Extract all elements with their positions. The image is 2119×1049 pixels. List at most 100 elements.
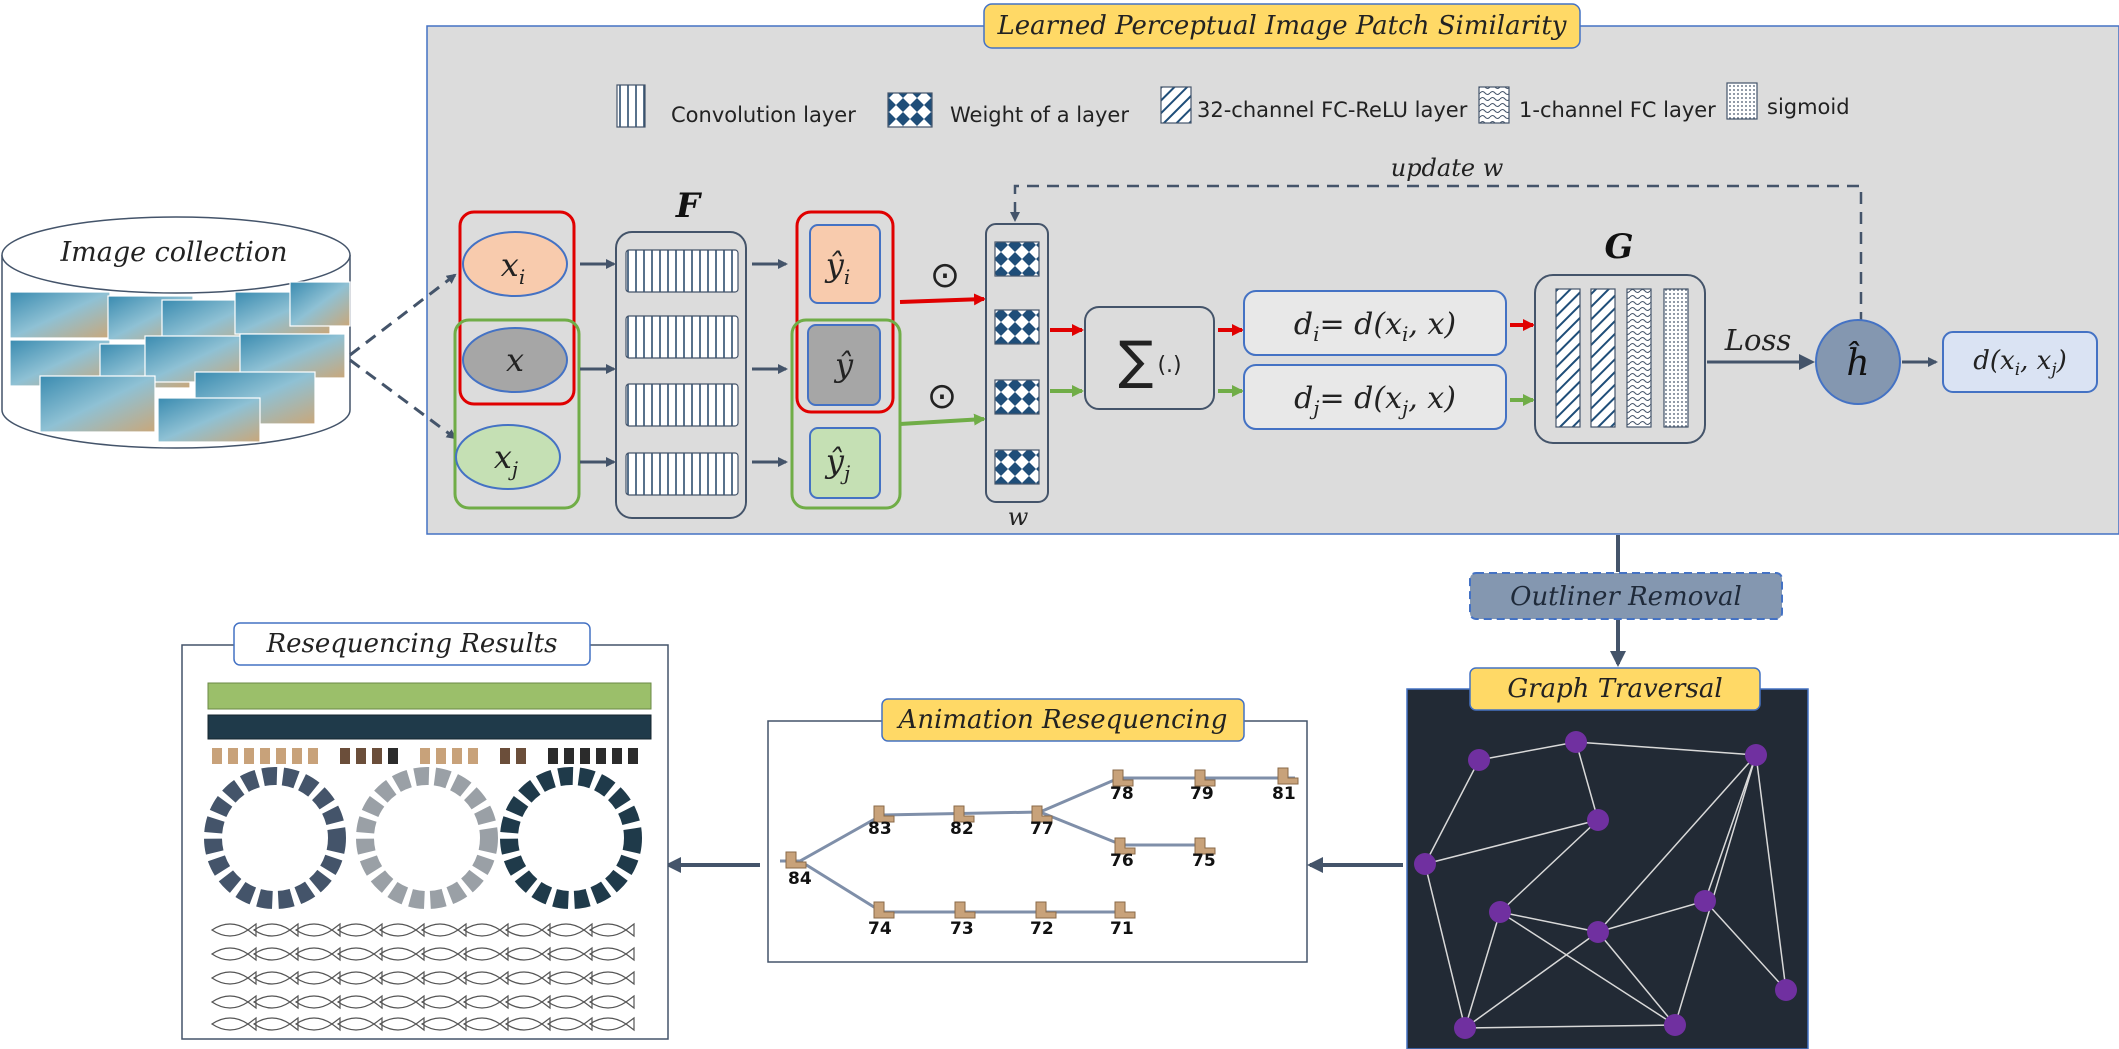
results-strip-2 [207, 714, 652, 740]
odot-symbol-bottom: ⊙ [927, 376, 957, 417]
results-fish-grid [210, 922, 635, 1032]
anim-frame-labels: 84 83 82 77 78 79 81 76 75 74 73 72 71 [788, 784, 1296, 939]
feature-y-node [807, 324, 881, 406]
red-to-w-arrow [899, 293, 986, 306]
cylinder-top [1, 216, 351, 294]
collection-to-xi-arrow [349, 273, 457, 357]
results-title-box [233, 622, 591, 666]
input-xj-node [455, 424, 561, 490]
frame-label: 81 [1272, 784, 1296, 804]
frame-label: 82 [950, 819, 974, 839]
distance-di-text: di= d(xi, x) [1294, 307, 1456, 346]
distance-dj-box [1243, 364, 1507, 430]
frame-label: 84 [788, 869, 812, 889]
legend-weight-label: Weight of a layer [950, 103, 1129, 127]
G-sigmoid [1663, 288, 1689, 428]
sum-symbol: ∑(.) [1118, 331, 1181, 391]
frame-label: 71 [1110, 919, 1134, 939]
legend-sigmoid-label: sigmoid [1767, 95, 1850, 119]
sum-box [1084, 306, 1215, 410]
title-box [983, 3, 1581, 49]
conv-layer-3 [625, 383, 739, 427]
anim-panel [767, 720, 1308, 963]
graph-title-text: Graph Traversal [1507, 674, 1722, 704]
feature-yi-node [809, 224, 881, 304]
results-ring-1 [204, 767, 346, 909]
h-node [1815, 319, 1901, 405]
anim-title-box [881, 698, 1245, 742]
output-d-text: d(xi, xj) [1973, 346, 2067, 380]
conv-layer-2 [625, 315, 739, 359]
distance-dj-text: dj= d(xj, x) [1294, 381, 1456, 420]
image-collection-label: Image collection [59, 237, 287, 268]
frame-label: 75 [1192, 851, 1216, 871]
outlier-removal-box [1469, 572, 1783, 620]
input-x-node [462, 327, 568, 393]
legend: Convolution layer Weight of a layer 32-c… [616, 82, 1850, 128]
input-xi-node [462, 231, 568, 297]
frame-label: 77 [1030, 819, 1054, 839]
feature-yi-label: ŷi [824, 246, 850, 289]
frame-label: 73 [950, 919, 974, 939]
weight-1 [994, 241, 1040, 277]
anim-title-text: Animation Resequencing [897, 705, 1228, 735]
green-to-w-arrow [899, 413, 986, 426]
frame-label: 74 [868, 919, 892, 939]
frame-label: 83 [868, 819, 892, 839]
weight-4 [994, 449, 1040, 485]
legend-fc1-label: 1-channel FC layer [1519, 98, 1716, 122]
G-label: G [1604, 227, 1633, 267]
frame-label: 79 [1190, 784, 1214, 804]
legend-fc1-icon [1478, 86, 1510, 124]
update-w-feedback-arrow [1010, 184, 1863, 324]
results-ring-2 [356, 767, 498, 909]
odot-symbol-top: ⊙ [930, 255, 960, 296]
G-fcrelu-1 [1555, 288, 1581, 428]
input-x-label: x [506, 341, 524, 379]
photo-stack [9, 281, 351, 443]
legend-fcrelu-label: 32-channel FC-ReLU layer [1197, 98, 1468, 122]
output-d-box [1942, 331, 2098, 393]
out-group-i-outline [795, 210, 895, 414]
legend-weight-icon [887, 92, 933, 128]
graph-nodes [1414, 731, 1797, 1039]
image-collection: Image collection [1, 216, 351, 449]
feature-y-label: ŷ [833, 346, 854, 384]
input-xi-label: xi [501, 246, 525, 289]
w-label: w [1008, 503, 1029, 531]
update-w-label: update w [1391, 154, 1504, 182]
distance-di-box [1243, 290, 1507, 356]
conv-layer-1 [625, 249, 739, 293]
weights-box [985, 223, 1049, 503]
G-fc1 [1626, 288, 1652, 428]
results-ring-3 [500, 767, 642, 909]
G-fcrelu-2 [1590, 288, 1616, 428]
input-xj-label: xj [494, 438, 518, 481]
outlier-removal-label: Outliner Removal [1510, 582, 1742, 612]
weight-3 [994, 379, 1040, 415]
F-box [615, 231, 747, 519]
F-label: F [675, 186, 703, 226]
weight-2 [994, 309, 1040, 345]
feature-yj-label: ŷj [824, 442, 850, 485]
feature-yj-node [809, 427, 881, 499]
graph-title-box [1469, 667, 1761, 711]
frame-label: 76 [1110, 851, 1134, 871]
graph-panel [1406, 688, 1809, 1049]
conv-layer-4 [625, 452, 739, 496]
anim-frame-icons [785, 767, 1299, 919]
results-title-text: Resequencing Results [266, 629, 558, 659]
legend-conv-icon [616, 84, 646, 128]
frame-label: 78 [1110, 784, 1134, 804]
legend-conv-label: Convolution layer [671, 103, 856, 127]
title-text: Learned Perceptual Image Patch Similarit… [997, 11, 1567, 41]
results-thumbnails [204, 682, 652, 1032]
h-label: ĥ [1846, 342, 1869, 384]
out-group-j-outline [790, 318, 902, 510]
legend-fcrelu-icon [1160, 86, 1192, 124]
collection-to-xj-arrow [349, 358, 457, 440]
loss-label: Loss [1724, 323, 1791, 357]
legend-sigmoid-icon [1726, 82, 1758, 120]
graph-edges [1424, 741, 1787, 1029]
